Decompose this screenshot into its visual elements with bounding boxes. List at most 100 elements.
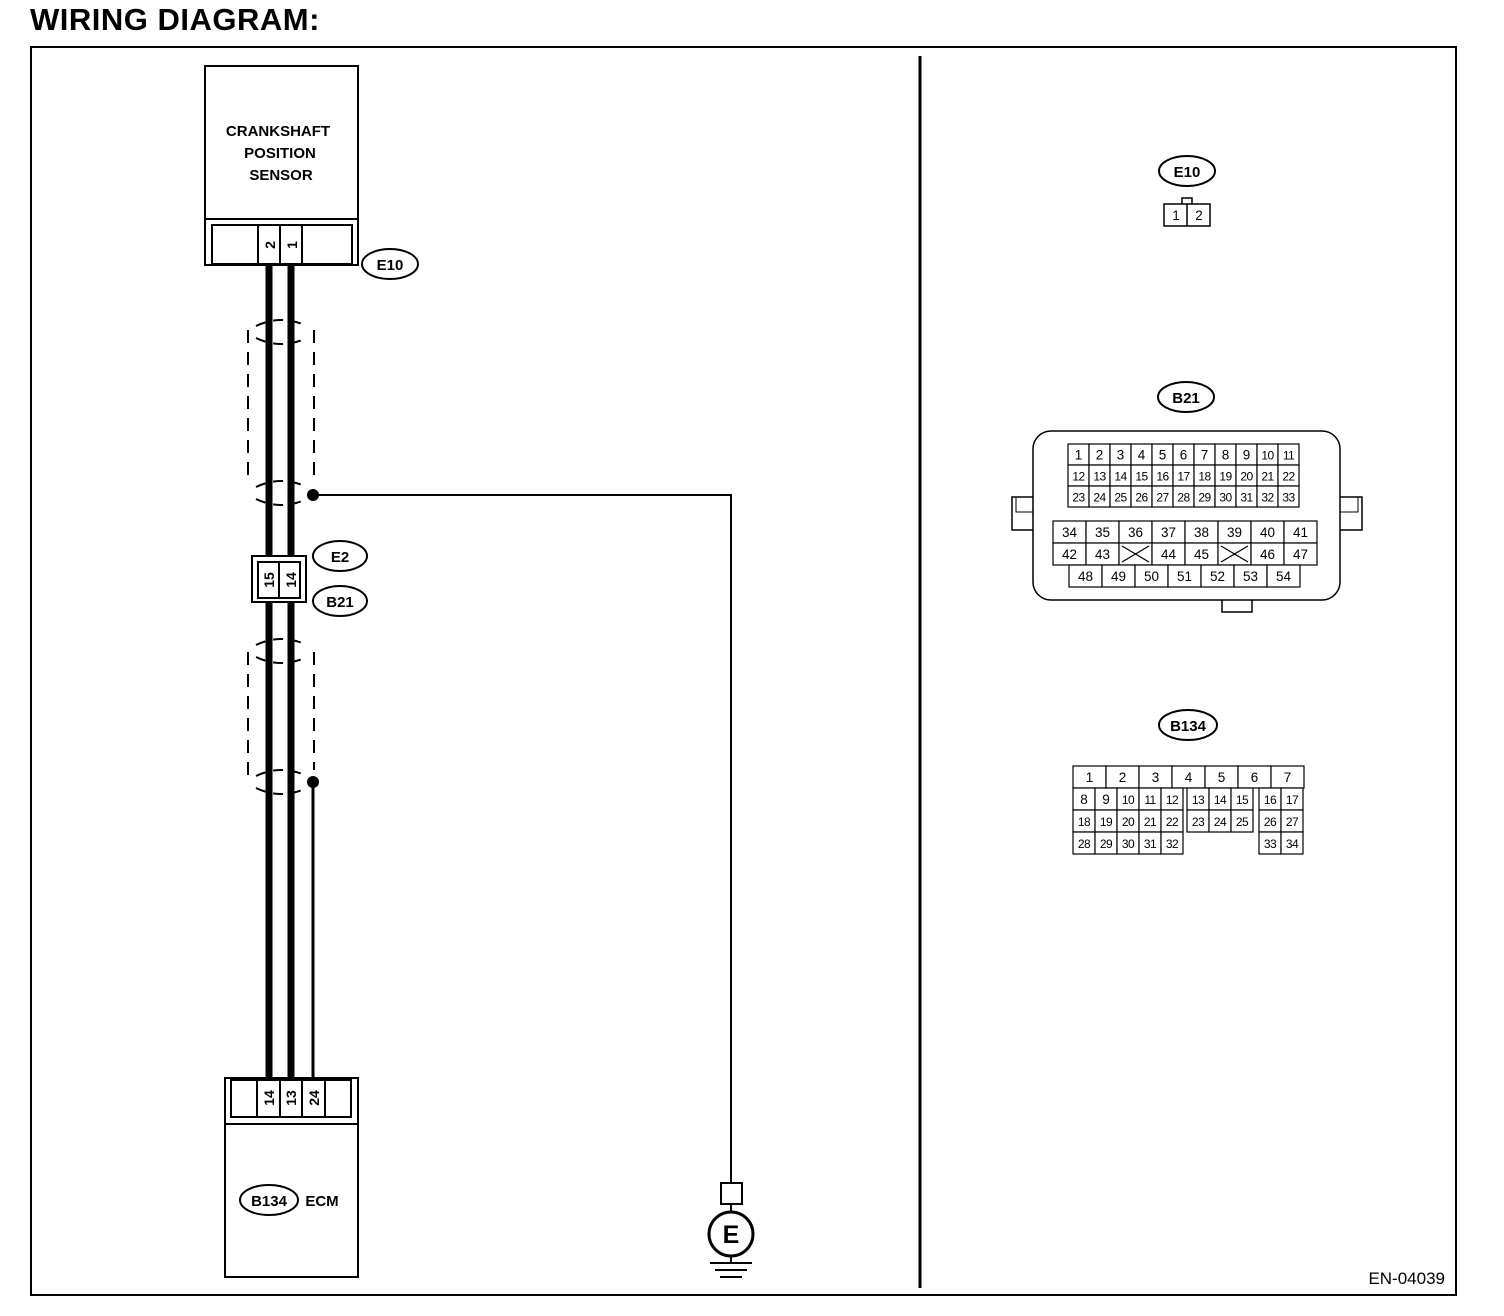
b21-pin-7: 7 <box>1201 448 1209 463</box>
b21-pin-33-cell <box>1277 485 1300 508</box>
sensor-label-line-1: CRANKSHAFT <box>226 123 330 140</box>
b21-pin-36: 36 <box>1128 525 1143 540</box>
ecm-pin-14: 14 <box>261 1090 277 1106</box>
b21-pin-15: 15 <box>1135 470 1148 484</box>
b21-pin-18: 18 <box>1198 470 1211 484</box>
b134-pin-3: 3 <box>1152 770 1160 785</box>
b134-pin-33: 33 <box>1264 837 1277 851</box>
b21-pin-52: 52 <box>1210 569 1225 584</box>
shield-lower <box>247 638 315 795</box>
b21-pin-20: 20 <box>1240 470 1253 484</box>
b21-pin-blank-blank-mark <box>1121 545 1150 563</box>
ecm-unit: 14 13 24 ECM <box>224 1077 359 1278</box>
b21-pin-2: 2 <box>1096 448 1104 463</box>
b21-pin-25: 25 <box>1114 491 1127 505</box>
b21-pin-35: 35 <box>1095 525 1110 540</box>
tag-e10-view: E10 <box>1158 155 1216 187</box>
b21-pin-26: 26 <box>1135 491 1148 505</box>
b21-pin-22: 22 <box>1282 470 1295 484</box>
joint-pin-14: 14 <box>283 572 299 588</box>
b21-pin-13: 13 <box>1093 470 1106 484</box>
b21-pin-51: 51 <box>1177 569 1192 584</box>
b21-pin-5: 5 <box>1159 448 1167 463</box>
svg-text:E10: E10 <box>377 257 404 274</box>
joint-connector-e2-b21: 15 14 <box>251 555 307 603</box>
b21-pin-53: 53 <box>1243 569 1258 584</box>
b21-pin-8: 8 <box>1222 448 1230 463</box>
b21-pin-14: 14 <box>1114 470 1127 484</box>
svg-text:E2: E2 <box>331 549 349 566</box>
b21-pin-42: 42 <box>1062 547 1077 562</box>
b134-pin-12: 12 <box>1166 793 1179 807</box>
b134-pin-29: 29 <box>1100 837 1113 851</box>
b21-pin-21: 21 <box>1261 470 1274 484</box>
b21-pin-54: 54 <box>1276 569 1292 584</box>
b21-pin-30: 30 <box>1219 491 1232 505</box>
b21-pin-12: 12 <box>1072 470 1085 484</box>
b21-pin-54-cell <box>1266 564 1301 588</box>
b21-pin-4: 4 <box>1138 448 1146 463</box>
e10-pin-2: 2 <box>1195 208 1203 223</box>
b134-pin-15: 15 <box>1236 793 1249 807</box>
b134-pin-25: 25 <box>1236 815 1249 829</box>
b134-pin-25-cell <box>1230 809 1254 833</box>
b21-pin-44: 44 <box>1161 547 1177 562</box>
b21-pin-9: 9 <box>1243 448 1251 463</box>
b134-pin-31: 31 <box>1144 837 1157 851</box>
b134-pin-7: 7 <box>1284 770 1292 785</box>
sensor-label-line-2: POSITION <box>244 145 316 162</box>
b21-pin-16: 16 <box>1156 470 1169 484</box>
b134-pin-13: 13 <box>1192 793 1205 807</box>
b21-pin-33: 33 <box>1282 491 1295 505</box>
b134-pin-10: 10 <box>1122 793 1135 807</box>
b21-pin-31: 31 <box>1240 491 1253 505</box>
sensor-label-line-3: SENSOR <box>249 167 313 184</box>
joint-pin-15: 15 <box>261 572 277 588</box>
b21-pin-37: 37 <box>1161 525 1176 540</box>
b21-pin-46: 46 <box>1260 547 1275 562</box>
b21-pin-34: 34 <box>1062 525 1078 540</box>
b134-pin-24: 24 <box>1214 815 1227 829</box>
document-id: EN-04039 <box>1368 1269 1445 1288</box>
shield-upper <box>247 319 315 506</box>
b21-pin-17: 17 <box>1177 470 1190 484</box>
b21-pin-40: 40 <box>1260 525 1275 540</box>
tag-b21-joint: B21 <box>312 585 368 617</box>
b21-pin-blank-blank-mark <box>1220 545 1249 563</box>
b134-pin-2: 2 <box>1119 770 1127 785</box>
b134-pin-5: 5 <box>1218 770 1226 785</box>
b134-pin-34-cell <box>1280 831 1304 855</box>
b134-pin-11: 11 <box>1144 793 1156 807</box>
b21-pin-43: 43 <box>1095 547 1110 562</box>
b134-pin-21: 21 <box>1144 815 1157 829</box>
tag-b134-ecm: B134 <box>239 1184 299 1216</box>
b21-pin-11: 11 <box>1283 449 1295 463</box>
b134-pin-20: 20 <box>1122 815 1135 829</box>
ecm-pin-13: 13 <box>283 1090 299 1106</box>
sensor-pin-2: 2 <box>262 241 278 249</box>
ground-label: E <box>723 1221 740 1249</box>
b134-pin-32: 32 <box>1166 837 1179 851</box>
b21-pin-32: 32 <box>1261 491 1274 505</box>
ecm-pin-24: 24 <box>306 1090 322 1106</box>
b21-pin-27: 27 <box>1156 491 1169 505</box>
b134-pin-17: 17 <box>1286 793 1299 807</box>
b134-pin-14: 14 <box>1214 793 1227 807</box>
b134-pin-8: 8 <box>1080 792 1088 807</box>
b21-pin-29: 29 <box>1198 491 1211 505</box>
tag-b134-view: B134 <box>1158 709 1218 741</box>
e10-pin-1: 1 <box>1172 208 1180 223</box>
b21-pin-48: 48 <box>1078 569 1093 584</box>
b134-pin-4: 4 <box>1185 770 1193 785</box>
ecm-label: ECM <box>305 1193 338 1210</box>
b134-pin-22: 22 <box>1166 815 1179 829</box>
diagram-frame <box>30 46 1457 1296</box>
b21-pin-28: 28 <box>1177 491 1190 505</box>
b134-pin-28: 28 <box>1078 837 1091 851</box>
b134-pin-19: 19 <box>1100 815 1113 829</box>
svg-text:E10: E10 <box>1174 164 1201 181</box>
b21-pin-6: 6 <box>1180 448 1188 463</box>
b21-pin-41: 41 <box>1293 525 1308 540</box>
